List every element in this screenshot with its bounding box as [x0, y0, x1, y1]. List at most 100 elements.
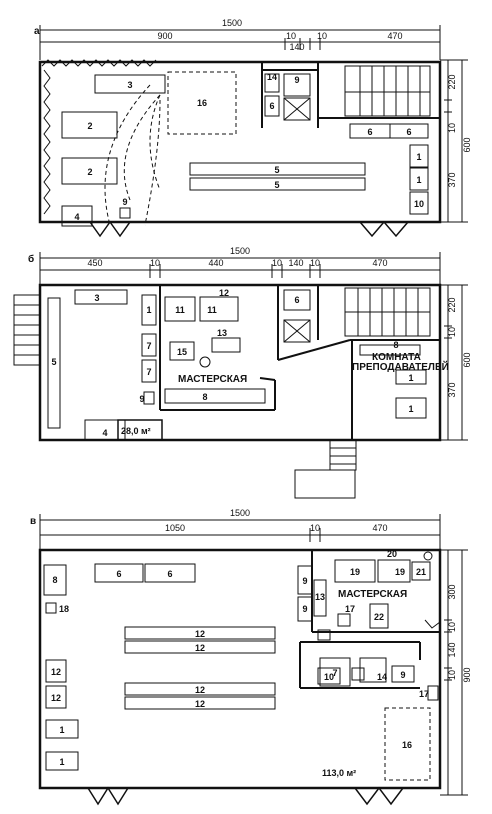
plan-b-label-0: 3 — [94, 293, 99, 303]
plan-v-dim-1: 10 — [310, 523, 320, 533]
plan-a — [38, 25, 468, 238]
plan-v-label-11: 17 — [345, 604, 355, 614]
plan-a-label-11: 1 — [416, 152, 421, 162]
plan-b-label-10: 8 — [202, 392, 207, 402]
plan-b-label-8: 7 — [146, 367, 151, 377]
plan-v-bench-12d — [124, 696, 276, 710]
plan-v-rdim-2: 140 — [447, 642, 457, 657]
plan-a-label-14: 4 — [74, 212, 79, 222]
plan-v-rdim-3: 10 — [447, 670, 457, 680]
plan-b-dim-6: 470 — [372, 258, 387, 268]
plan-a-item-16 — [167, 71, 237, 135]
plan-v-bench-12a — [124, 626, 276, 640]
plan-a-total-dim: 1500 — [222, 18, 242, 28]
plan-b-label-14: 8 — [393, 340, 398, 350]
plan-a-dim-2: 140 — [289, 42, 304, 52]
plan-v-bench-12b — [124, 640, 276, 654]
plan-b-area: 28,0 м² — [121, 426, 151, 436]
plan-v-label-5: 9 — [302, 604, 307, 614]
plan-a-label-3: 2 — [87, 167, 92, 177]
plan-a-dim-0: 900 — [157, 31, 172, 41]
plan-b-letter: б — [28, 253, 34, 265]
plan-a-dim-3: 10 — [317, 31, 327, 41]
plan-v-total-dim: 1500 — [230, 508, 250, 518]
plan-v-dim-2: 470 — [372, 523, 387, 533]
plan-b-dim-4: 140 — [288, 258, 303, 268]
plan-a-item-2b — [61, 157, 118, 185]
plan-b-label-3: 12 — [219, 288, 229, 298]
plan-b-total-dim: 1500 — [230, 246, 250, 256]
plan-v-label-25: 1 — [59, 757, 64, 767]
plan-b-label-11: 1 — [408, 373, 413, 383]
plan-v-label-13: 12 — [195, 629, 205, 639]
plan-b-rdim-2: 370 — [447, 382, 457, 397]
plan-b-external-stairs — [13, 294, 41, 366]
plan-b-label-6: 15 — [177, 347, 187, 357]
plan-a-outer-wall — [38, 60, 442, 224]
plan-v-label-26: 16 — [402, 740, 412, 750]
plan-v-label-20: 14 — [377, 672, 387, 682]
plan-b-dim-3: 10 — [272, 258, 282, 268]
plan-v-rdim-4: 900 — [462, 667, 472, 682]
plan-a-label-2: 2 — [87, 121, 92, 131]
plan-v-outer-wall — [38, 548, 442, 790]
plan-a-label-6: 6 — [269, 101, 274, 111]
plan-b-room-workshop: МАСТЕРСКАЯ — [178, 374, 247, 385]
plan-v-item-16 — [384, 707, 431, 781]
plan-a-label-12: 1 — [416, 175, 421, 185]
plan-v-label-6: 13 — [315, 592, 325, 602]
plan-v-rdim-1: 10 — [447, 622, 457, 632]
plan-b-label-1: 1 — [146, 305, 151, 315]
plan-a-label-4: 14 — [267, 72, 277, 82]
plan-b-rdim-1: 10 — [447, 327, 457, 337]
plan-b-dim-5: 10 — [310, 258, 320, 268]
plan-a-label-8: 5 — [274, 180, 279, 190]
plan-v-label-24: 1 — [59, 725, 64, 735]
plan-b-label-13: 4 — [102, 428, 107, 438]
plan-v-bench-12c — [124, 682, 276, 696]
plan-a-label-13: 10 — [414, 199, 424, 209]
plan-b-label-2: 11 — [175, 305, 185, 315]
plan-a-bench-5a — [189, 162, 366, 176]
plan-a-bench-5b — [189, 177, 366, 191]
plan-v-label-22: 12 — [51, 667, 61, 677]
plan-b-dim-0: 450 — [87, 258, 102, 268]
plan-a-rdim-2: 370 — [447, 172, 457, 187]
plan-v-label-23: 12 — [51, 693, 61, 703]
plan-a-rdim-0: 220 — [447, 74, 457, 89]
plan-v-letter: в — [30, 516, 36, 527]
plan-a-label-9: 6 — [367, 127, 372, 137]
plan-b-dim-2: 440 — [208, 258, 223, 268]
plan-v-label-21: 17 — [419, 689, 429, 699]
plan-v-label-14: 12 — [195, 643, 205, 653]
plan-v-label-12: 22 — [374, 612, 384, 622]
plan-v-dim-0: 1050 — [165, 523, 185, 533]
plan-v-label-9: 20 — [387, 549, 397, 559]
plan-v-rdim-0: 300 — [447, 584, 457, 599]
plan-v-area: 113,0 м² — [322, 768, 356, 778]
plan-a-label-1: 16 — [197, 98, 207, 108]
plan-b-label-5: 13 — [217, 328, 227, 338]
plan-b-dim-1: 10 — [150, 258, 160, 268]
plan-b-label-15: 9 — [139, 394, 144, 404]
plan-v-label-10: 21 — [416, 567, 426, 577]
plan-v-label-2: 6 — [167, 569, 172, 579]
plan-b-room-teacher-2: ПРЕПОДАВАТЕЛЕЙ — [352, 360, 449, 373]
plan-a-dim-1: 10 — [286, 31, 296, 41]
plan-a-label-15: 9 — [122, 197, 127, 207]
plan-a-rdim-3: 600 — [462, 137, 472, 152]
plan-v-label-7: 19 — [350, 567, 360, 577]
plan-v-label-17: 7 — [332, 668, 337, 678]
plan-b-label-7: 7 — [146, 341, 151, 351]
plan-v — [38, 514, 468, 806]
plan-b-label-9: 6 — [294, 295, 299, 305]
plan-a-label-5: 9 — [294, 75, 299, 85]
plan-b — [13, 252, 468, 499]
plan-a-label-0: 3 — [127, 80, 132, 90]
plan-v-label-15: 12 — [195, 685, 205, 695]
plan-b-room-teacher-1: КОМНАТА — [372, 352, 421, 363]
plan-b-label-4: 11 — [207, 305, 217, 315]
plan-v-label-16: 12 — [195, 699, 205, 709]
plan-v-label-18: 9 — [400, 670, 405, 680]
